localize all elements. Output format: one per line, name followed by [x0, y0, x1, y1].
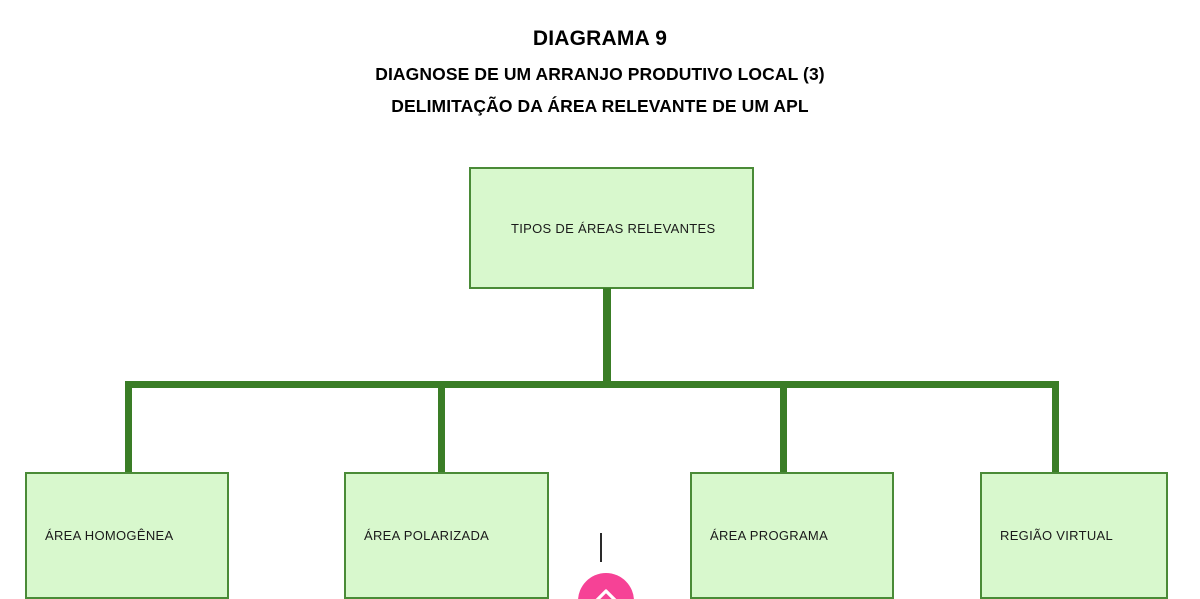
node-regiao-virtual[interactable]: REGIÃO VIRTUAL	[980, 472, 1168, 599]
chevron-up-icon	[593, 586, 619, 599]
scroll-to-top-button[interactable]	[578, 573, 634, 599]
node-label: REGIÃO VIRTUAL	[1000, 528, 1114, 543]
connector-drop-4	[1052, 386, 1059, 474]
connector-drop-1	[125, 386, 132, 474]
node-root-label: TIPOS DE ÁREAS RELEVANTES	[511, 220, 716, 236]
node-area-polarizada[interactable]: ÁREA POLARIZADA	[344, 472, 549, 599]
page-subtitle-primary: DIAGNOSE DE UM ARRANJO PRODUTIVO LOCAL (…	[375, 64, 825, 85]
node-label: ÁREA HOMOGÊNEA	[45, 528, 174, 543]
scroll-to-top-stem	[600, 533, 602, 562]
diagram-header: DIAGRAMA 9 DIAGNOSE DE UM ARRANJO PRODUT…	[0, 0, 1200, 117]
connector-horizontal-bus	[125, 381, 1059, 388]
scroll-to-top-widget[interactable]	[570, 533, 642, 599]
node-area-programa[interactable]: ÁREA PROGRAMA	[690, 472, 894, 599]
node-root[interactable]: TIPOS DE ÁREAS RELEVANTES	[469, 167, 754, 289]
connector-drop-2	[438, 386, 445, 474]
node-label: ÁREA POLARIZADA	[364, 528, 490, 543]
connector-drop-3	[780, 386, 787, 474]
page-title: DIAGRAMA 9	[532, 27, 668, 50]
connector-trunk-vertical	[603, 288, 611, 387]
node-area-homogenea[interactable]: ÁREA HOMOGÊNEA	[25, 472, 229, 599]
node-label: ÁREA PROGRAMA	[710, 528, 829, 543]
page-subtitle-secondary: DELIMITAÇÃO DA ÁREA RELEVANTE DE UM APL	[391, 96, 809, 117]
